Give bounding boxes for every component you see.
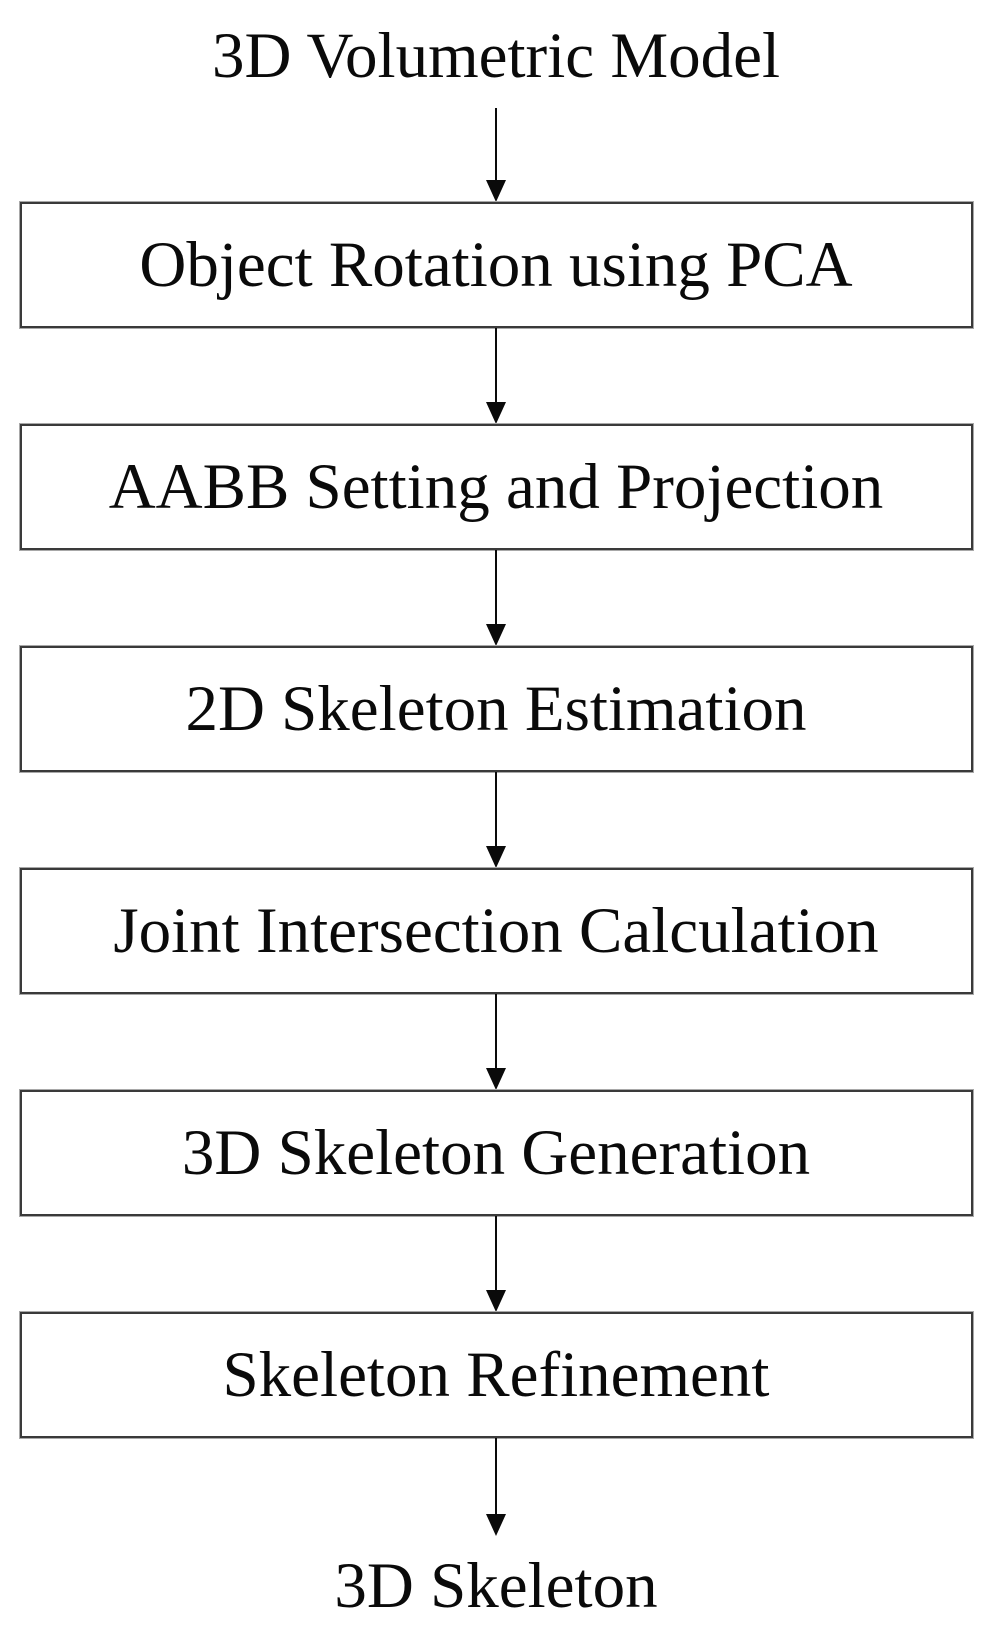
down-arrow xyxy=(485,772,507,868)
arrow-shaft xyxy=(495,108,497,180)
box-label: AABB Setting and Projection xyxy=(108,451,884,523)
arrowhead-icon xyxy=(486,402,506,424)
down-arrow xyxy=(485,550,507,646)
down-arrow xyxy=(485,88,507,202)
start-node-label: 3D Volumetric Model xyxy=(211,20,781,92)
box-object-rotation-pca: Object Rotation using PCA xyxy=(18,201,974,329)
arrowhead-icon xyxy=(486,1514,506,1536)
box-2d-skeleton-estimation: 2D Skeleton Estimation xyxy=(18,645,974,773)
arrowhead-icon xyxy=(486,1068,506,1090)
box-label: 2D Skeleton Estimation xyxy=(185,673,807,745)
arrow-shaft xyxy=(495,328,497,402)
down-arrow xyxy=(485,1438,507,1536)
box-3d-skeleton-generation: 3D Skeleton Generation xyxy=(18,1089,974,1217)
box-label: Skeleton Refinement xyxy=(222,1339,770,1411)
box-label: 3D Skeleton Generation xyxy=(181,1117,811,1189)
down-arrow xyxy=(485,328,507,424)
arrow-shaft xyxy=(495,1216,497,1290)
arrowhead-icon xyxy=(486,846,506,868)
box-aabb-setting-projection: AABB Setting and Projection xyxy=(18,423,974,551)
arrow-shaft xyxy=(495,994,497,1068)
down-arrow xyxy=(485,1216,507,1312)
arrow-shaft xyxy=(495,772,497,846)
down-arrow xyxy=(485,994,507,1090)
arrow-shaft xyxy=(495,550,497,624)
arrow-shaft xyxy=(495,1438,497,1514)
box-joint-intersection-calculation: Joint Intersection Calculation xyxy=(18,867,974,995)
box-label: Joint Intersection Calculation xyxy=(113,895,879,967)
box-label: Object Rotation using PCA xyxy=(139,229,853,301)
arrowhead-icon xyxy=(486,1290,506,1312)
box-skeleton-refinement: Skeleton Refinement xyxy=(18,1311,974,1439)
arrowhead-icon xyxy=(486,180,506,202)
end-node-label: 3D Skeleton xyxy=(334,1550,658,1622)
arrowhead-icon xyxy=(486,624,506,646)
